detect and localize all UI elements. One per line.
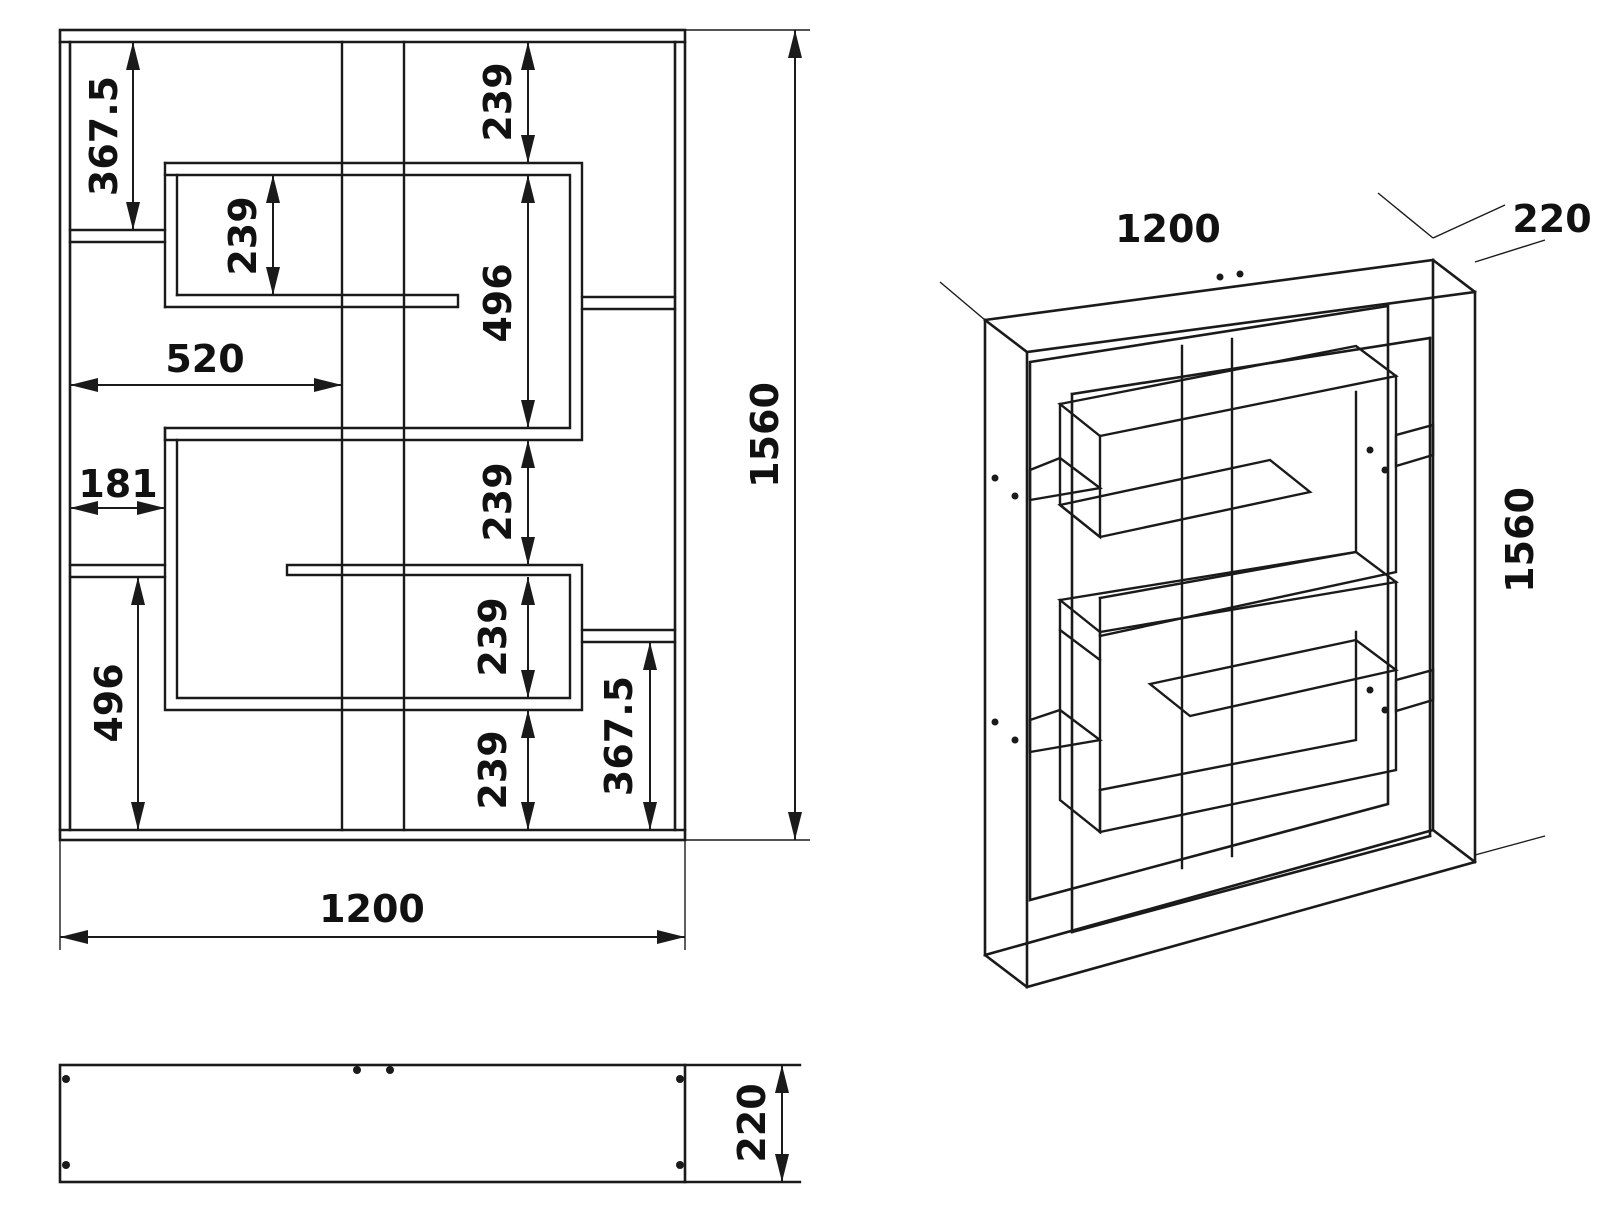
dowel-hole	[1011, 736, 1019, 744]
iso-dim-label-width: 1200	[1115, 207, 1221, 251]
dim-label-upper-box-inner: 239	[221, 196, 265, 275]
dim-label-top-right-gap: 239	[476, 62, 520, 141]
dim-label-top-depth: 220	[730, 1083, 774, 1162]
dim-label-right-tall: 496	[476, 263, 520, 342]
dowel-hole	[1011, 492, 1019, 500]
iso-dimension-leaders	[939, 192, 1546, 856]
dowel-hole	[1236, 270, 1244, 278]
dim-label-total-height: 1560	[743, 382, 787, 488]
lower-box	[163, 426, 584, 712]
dim-label-left-tall: 496	[87, 663, 131, 742]
dim-label-bottom-right-gap: 367.5	[597, 676, 641, 796]
dowel-hole	[1381, 706, 1389, 714]
side-shelves	[68, 228, 677, 644]
dim-label-left-small: 181	[78, 462, 157, 506]
dowel-hole	[62, 1075, 70, 1083]
dowel-hole	[1381, 466, 1389, 474]
center-pillar	[340, 40, 406, 832]
dim-label-lower-box-inner: 239	[471, 597, 515, 676]
dim-label-left-reach: 520	[165, 337, 244, 381]
iso-lower-box	[1057, 550, 1399, 835]
dowel-hole	[991, 718, 999, 726]
front-dimensions	[59, 29, 810, 950]
front-labels: 367.5 239 239 496 520 181 239 239 239 49…	[78, 62, 787, 931]
iso-center-pillar	[1180, 337, 1234, 870]
dowel-hole	[991, 474, 999, 482]
iso-dim-label-height: 1560	[1498, 487, 1542, 593]
dim-label-total-width: 1200	[319, 887, 425, 931]
dowel-hole	[676, 1075, 684, 1083]
isometric-view: 1200 220 1560	[939, 192, 1592, 989]
top-view: 220	[58, 1063, 802, 1184]
dowel-hole	[386, 1066, 394, 1074]
dowel-hole	[1366, 686, 1374, 694]
outer-frame	[58, 28, 687, 842]
dowel-hole	[676, 1161, 684, 1169]
front-view: 367.5 239 239 496 520 181 239 239 239 49…	[58, 28, 810, 950]
dim-label-top-left-gap: 367.5	[82, 76, 126, 196]
dowel-hole	[62, 1161, 70, 1169]
dowel-hole	[1216, 273, 1224, 281]
dim-label-bottom-right: 239	[471, 730, 515, 809]
dowel-hole	[353, 1066, 361, 1074]
iso-side-shelves	[1028, 423, 1435, 754]
iso-outer-frame	[983, 258, 1477, 989]
dim-label-mid-right: 239	[476, 462, 520, 541]
dowel-hole	[1366, 446, 1374, 454]
iso-dim-label-depth: 220	[1512, 197, 1591, 241]
iso-upper-box	[1057, 344, 1399, 662]
